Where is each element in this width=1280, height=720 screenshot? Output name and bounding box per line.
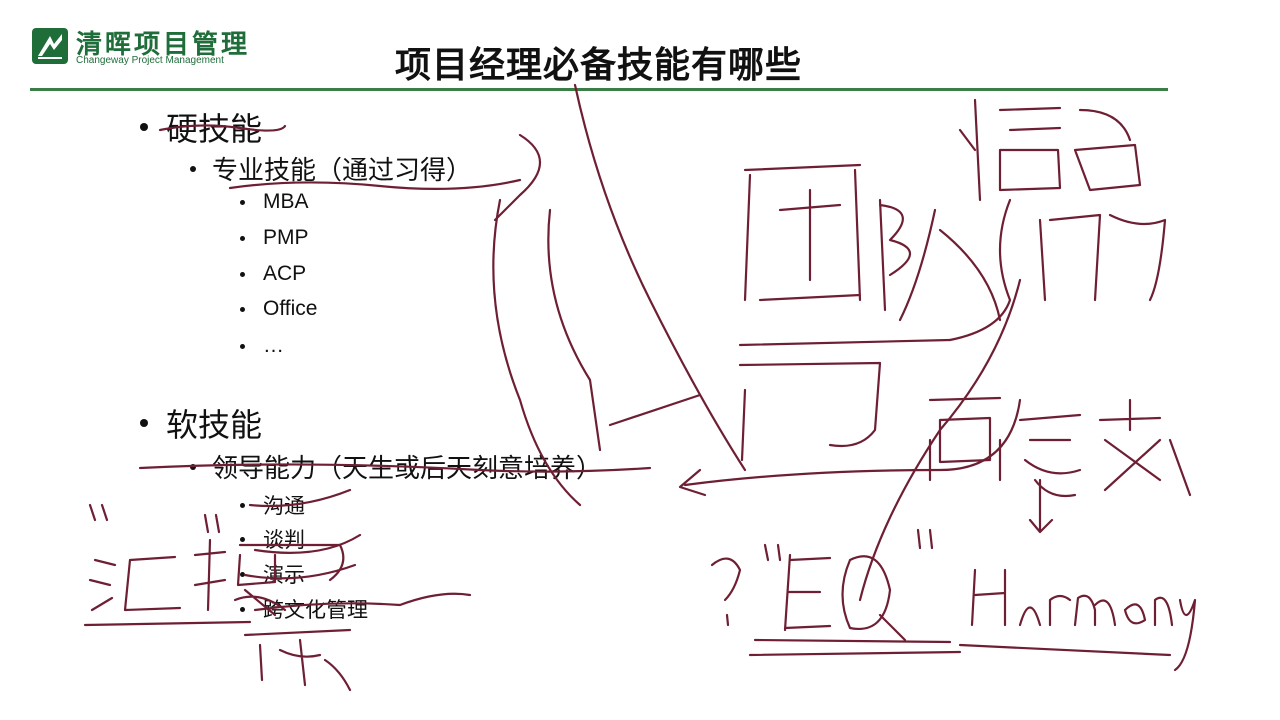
list-item-text: 谈判 <box>263 529 305 552</box>
soft-skills-heading: 软技能 <box>166 406 263 444</box>
logo-mark-icon <box>32 28 68 64</box>
header-divider <box>30 88 1168 91</box>
list-item: 跨文化管理 <box>240 594 368 624</box>
list-item: MBA <box>240 190 309 214</box>
bullet-dot <box>190 165 196 172</box>
slide-title: 项目经理必备技能有哪些 <box>395 45 803 86</box>
bullet-dot <box>240 571 245 577</box>
ink-arrow-head <box>678 468 707 497</box>
ink-char-Q <box>841 555 907 642</box>
bullet-dot <box>240 235 245 241</box>
ink-char-bottom <box>243 628 352 692</box>
ink-char-2 <box>878 198 1002 322</box>
bullet-dot <box>190 463 196 470</box>
list-item: 演示 <box>240 559 305 589</box>
bullet-dot <box>140 419 148 427</box>
leadership-label: 领导能力（天生或后天刻意培养） <box>212 454 603 484</box>
logo-name-en: Changeway Project Management <box>76 55 224 66</box>
bullet-professional-skills: 专业技能（通过习得） <box>190 150 472 187</box>
bullet-leadership: 领导能力（天生或后天刻意培养） <box>190 448 602 485</box>
ink-arrow-curve <box>493 133 542 222</box>
ink-arrow-down <box>1028 478 1054 534</box>
ink-question <box>710 557 742 627</box>
ink-underline-eq <box>753 638 952 644</box>
ink-char-5 <box>1038 213 1167 302</box>
ink-char-huibao-1 <box>88 555 182 612</box>
bullet-soft-skills: 软技能 <box>140 400 262 446</box>
ink-char-E <box>783 553 832 632</box>
ink-line-long <box>738 338 952 448</box>
ink-arrow-toEQ <box>683 398 1022 487</box>
ink-char-4 <box>1073 108 1142 192</box>
list-item: Office <box>240 297 317 321</box>
ink-char-3 <box>958 98 1062 202</box>
company-logo: 清晖项目管理 Changeway Project Management <box>30 22 260 72</box>
ink-line-mid <box>608 393 702 427</box>
ink-arrow-mid <box>547 208 602 452</box>
list-item-text: Office <box>263 297 318 320</box>
ink-arrow-top <box>573 83 747 472</box>
ink-quote-right-2 <box>203 513 221 534</box>
ink-harmony <box>970 568 1197 672</box>
logo-name-cn: 清晖项目管理 <box>76 30 251 60</box>
bullet-dot <box>140 123 148 131</box>
list-item: ACP <box>240 262 306 286</box>
hard-skills-heading: 硬技能 <box>166 110 263 148</box>
professional-skills-label: 专业技能（通过习得） <box>212 156 473 186</box>
ink-char-7 <box>1018 413 1082 498</box>
list-item: 沟通 <box>240 490 305 520</box>
ink-char-6 <box>928 396 1002 482</box>
bullet-dot <box>240 199 245 205</box>
bullet-dot <box>240 271 245 277</box>
list-item-text: 跨文化管理 <box>263 599 368 622</box>
list-item-text: … <box>263 334 284 357</box>
ink-char-8 <box>1098 398 1192 497</box>
bullet-hard-skills: 硬技能 <box>140 104 262 150</box>
list-item-text: PMP <box>263 226 309 249</box>
list-item-text: ACP <box>263 262 307 285</box>
list-item-text: 沟通 <box>263 495 305 518</box>
ink-underline-harmony <box>958 643 1172 657</box>
list-item: … <box>240 334 284 358</box>
ink-underline-eq-2 <box>748 650 962 657</box>
list-item-text: 演示 <box>263 564 305 587</box>
bullet-dot <box>240 606 245 612</box>
bullet-dot <box>240 306 245 312</box>
list-item-text: MBA <box>263 190 309 213</box>
ink-quote-right <box>916 528 934 550</box>
ink-curve-right <box>858 278 1022 602</box>
ink-line-down <box>740 388 747 462</box>
bullet-dot <box>240 536 245 542</box>
bullet-dot <box>240 502 245 508</box>
ink-swirl <box>948 198 1012 342</box>
ink-char-1 <box>743 163 862 302</box>
ink-underline-long <box>83 620 252 627</box>
ink-quote-left <box>763 543 782 562</box>
list-item: 谈判 <box>240 524 305 554</box>
list-item: PMP <box>240 226 309 250</box>
bullet-dot <box>240 343 245 349</box>
ink-quote-left-2 <box>88 503 109 522</box>
